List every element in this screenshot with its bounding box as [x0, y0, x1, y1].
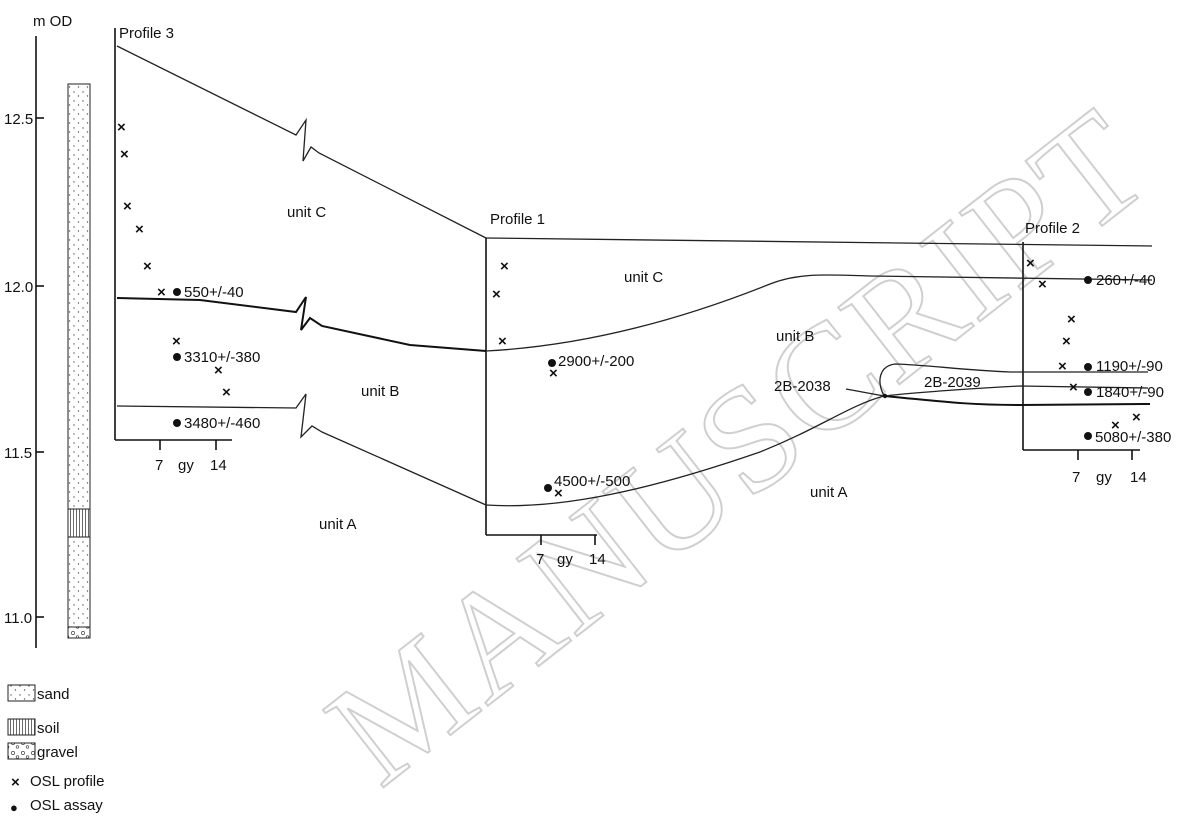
age-label: 3310+/-380 — [184, 349, 260, 366]
osl-profile-marker: × — [143, 258, 152, 275]
osl-profile-marker: × — [500, 258, 509, 275]
osl-profile-marker: × — [549, 365, 558, 382]
osl-assay-dot — [173, 353, 181, 361]
elevation-axis: m OD 12.5 12.0 11.5 11.0 — [4, 13, 72, 648]
profile-1-scale-gy: gy — [557, 551, 573, 568]
legend-item-osl-assay: ● OSL assay — [10, 797, 103, 815]
osl-assay-dot — [173, 288, 181, 296]
osl-profile-marker: × — [123, 198, 132, 215]
unit-label-b-mid: unit B — [776, 328, 814, 345]
age-label: 1840+/-90 — [1096, 384, 1164, 401]
osl-profile-marker: × — [498, 333, 507, 350]
sample-label-2b-2039: 2B-2039 — [924, 374, 981, 391]
osl-assay-dot — [1084, 363, 1092, 371]
lithology-column — [68, 84, 90, 638]
age-label: 260+/-40 — [1096, 272, 1156, 289]
legend-label-osl-profile: OSL profile — [30, 773, 104, 790]
legend-item-sand: sand — [8, 685, 70, 703]
osl-profile-symbol: × — [11, 774, 20, 791]
profile-3-scale-7: 7 — [155, 457, 163, 474]
profile-2-scale-14: 14 — [1130, 469, 1147, 486]
unit-label-b-left: unit B — [361, 383, 399, 400]
profile-2-scale-7: 7 — [1072, 469, 1080, 486]
axis-tick-11-5: 11.5 — [4, 445, 32, 462]
osl-profile-marker: × — [120, 146, 129, 163]
osl-profile-marker: × — [172, 333, 181, 350]
unit-label-a-left: unit A — [319, 516, 357, 533]
legend-item-osl-profile: × OSL profile — [11, 773, 104, 791]
axis-tick-11-0: 11.0 — [4, 610, 32, 627]
osl-assay-dot — [1084, 432, 1092, 440]
axis-tick-12-5: 12.5 — [4, 111, 33, 128]
age-label: 2900+/-200 — [558, 353, 634, 370]
axis-tick-12-0: 12.0 — [4, 279, 33, 296]
osl-profile-marker: × — [1132, 409, 1141, 426]
profile-2-scale-gy: gy — [1096, 469, 1112, 486]
osl-profile-marker: × — [1058, 358, 1067, 375]
profile-3-scale-14: 14 — [210, 457, 227, 474]
age-label: 5080+/-380 — [1095, 429, 1171, 446]
osl-profile-marker: × — [1067, 311, 1076, 328]
osl-profile-marker: × — [222, 384, 231, 401]
unit-label-c-left: unit C — [287, 204, 326, 221]
profile-3-scale-gy: gy — [178, 457, 194, 474]
watermark-text: MANUSCRIPT — [298, 78, 1178, 816]
age-label: 1190+/-90 — [1096, 358, 1163, 375]
age-label: 550+/-40 — [184, 284, 244, 301]
legend-item-gravel: gravel — [8, 743, 78, 761]
osl-profile-marker: × — [135, 221, 144, 238]
legend: sand soil gravel × OSL profile ● OSL ass… — [8, 685, 104, 815]
unit-label-c-mid: unit C — [624, 269, 663, 286]
legend-label-soil: soil — [37, 720, 60, 737]
osl-assay-dot — [1084, 276, 1092, 284]
profile-3-label: Profile 3 — [119, 25, 174, 42]
age-label: 3480+/-460 — [184, 415, 260, 432]
osl-assay-dot — [173, 419, 181, 427]
osl-profile-marker: × — [1026, 255, 1035, 272]
profile-1-label: Profile 1 — [490, 211, 545, 228]
profile-1-scale-7: 7 — [536, 551, 544, 568]
osl-assay-dot — [548, 359, 556, 367]
osl-assay-dot — [1084, 388, 1092, 396]
osl-profile-marker: × — [1062, 333, 1071, 350]
osl-assay-symbol: ● — [10, 800, 18, 815]
sample-label-2b-2038: 2B-2038 — [774, 378, 831, 395]
age-label: 4500+/-500 — [554, 473, 630, 490]
profile-1-scale-14: 14 — [589, 551, 606, 568]
osl-profile-marker: × — [492, 286, 501, 303]
osl-profile-marker: × — [1038, 276, 1047, 293]
unit-b-a-boundary-left — [117, 394, 486, 505]
legend-label-osl-assay: OSL assay — [30, 797, 103, 814]
legend-item-soil: soil — [8, 719, 60, 737]
osl-profile-marker: × — [157, 284, 166, 301]
osl-assay-dot — [544, 484, 552, 492]
osl-profile-marker: × — [117, 119, 126, 136]
unit-label-a-mid: unit A — [810, 484, 848, 501]
osl-profile-marker: × — [1069, 379, 1078, 396]
profile-2-label: Profile 2 — [1025, 220, 1080, 237]
legend-label-gravel: gravel — [37, 744, 78, 761]
legend-label-sand: sand — [37, 686, 70, 703]
axis-unit-label: m OD — [33, 13, 72, 30]
